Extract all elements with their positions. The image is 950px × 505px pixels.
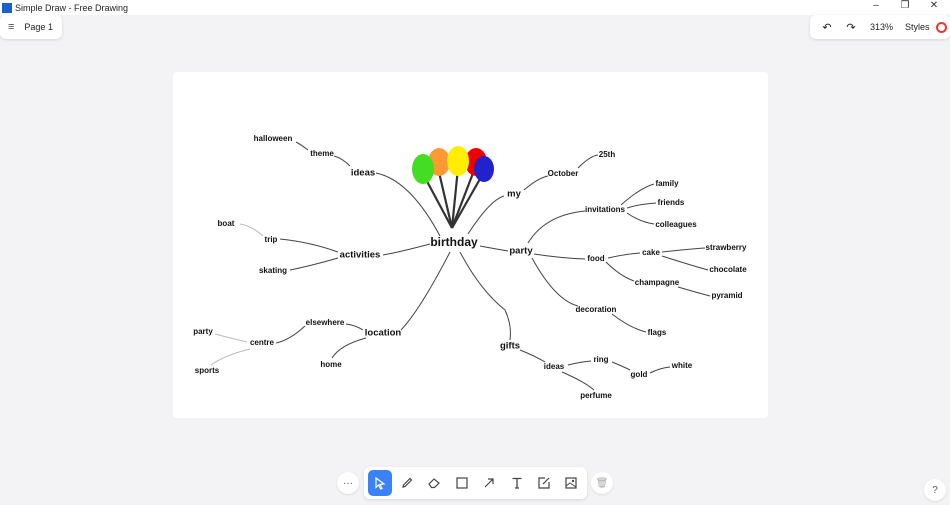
window-title: Simple Draw - Free Drawing [15,2,129,13]
node-activities[interactable]: activities [340,250,381,261]
styles-button[interactable]: Styles [905,22,930,32]
node-trip[interactable]: trip [265,235,278,244]
close-button[interactable]: ✕ [929,0,939,11]
node-party[interactable]: party [509,246,533,257]
app-icon [2,2,12,13]
node-invitations[interactable]: invitations [585,205,626,214]
undo-icon[interactable]: ↶ [822,21,832,34]
node-ring[interactable]: ring [593,355,608,364]
title-bar: Simple Draw - Free Drawing – ❐ ✕ [0,0,950,15]
node-white[interactable]: white [671,361,693,370]
node-strawberry[interactable]: strawberry [706,243,747,252]
select-tool[interactable] [367,470,392,496]
node-colleagues[interactable]: colleagues [655,220,697,229]
faded-connectors [210,223,264,366]
node-elsewhere[interactable]: elsewhere [306,318,345,327]
node-home[interactable]: home [320,360,342,369]
node-food[interactable]: food [587,254,604,263]
node-october[interactable]: October [548,169,579,178]
tool-bar [364,467,587,499]
node-skating[interactable]: skating [259,266,287,275]
node-my[interactable]: my [507,189,521,200]
node-halloween[interactable]: halloween [254,134,293,143]
color-swatch[interactable] [935,21,947,33]
balloon-yellow [447,146,469,176]
rectangle-tool[interactable] [450,470,474,496]
minimize-button[interactable]: – [873,0,879,11]
redo-icon[interactable]: ↷ [846,21,856,34]
node-friends[interactable]: friends [658,198,685,207]
image-tool[interactable] [559,470,583,496]
node-gifts[interactable]: gifts [500,341,520,352]
delete-button[interactable]: 🗑 [591,472,613,494]
node-gold[interactable]: gold [631,370,648,379]
node-25th[interactable]: 25th [599,150,616,159]
mind-map: birthday ideas theme halloween my Octobe… [193,134,747,400]
arrow-tool[interactable] [477,470,501,496]
note-tool[interactable] [532,470,556,496]
arrow-icon [484,478,494,488]
node-family[interactable]: family [655,179,679,188]
help-button[interactable]: ? [924,479,946,501]
node-champagne[interactable]: champagne [635,278,680,287]
cursor-icon [375,476,386,490]
balloon-blue [474,156,494,182]
page-panel: ≡ Page 1 [0,15,62,39]
node-location[interactable]: location [365,328,402,339]
more-button[interactable]: ··· [337,472,359,494]
eraser-icon [428,478,441,489]
pencil-tool[interactable] [395,470,419,496]
pencil-icon [402,477,413,488]
node-ideas-2[interactable]: ideas [544,362,565,371]
node-party-2[interactable]: party [193,327,213,336]
edit-note-icon [538,477,550,489]
node-pyramid[interactable]: pyramid [711,291,742,300]
drawing-canvas[interactable]: birthday ideas theme halloween my Octobe… [173,72,768,418]
node-cake[interactable]: cake [642,248,660,257]
trash-icon: 🗑 [595,477,609,489]
connectors [275,141,711,391]
node-chocolate[interactable]: chocolate [709,265,747,274]
balloons [412,146,494,229]
balloon-green [412,154,434,184]
node-sports[interactable]: sports [195,366,220,375]
page-label[interactable]: Page 1 [24,22,53,32]
node-flags[interactable]: flags [648,328,667,337]
node-centre[interactable]: centre [250,338,275,347]
text-icon [512,477,522,489]
node-ideas[interactable]: ideas [351,168,375,179]
top-right-panel: ↶ ↷ 313% Styles [810,15,950,39]
zoom-level[interactable]: 313% [870,22,894,32]
image-icon [565,477,577,489]
node-decoration[interactable]: decoration [576,305,617,314]
node-boat[interactable]: boat [218,219,235,228]
text-tool[interactable] [504,470,528,496]
eraser-tool[interactable] [422,470,446,496]
rectangle-icon [456,477,468,489]
node-theme[interactable]: theme [310,149,334,158]
restore-button[interactable]: ❐ [900,0,910,11]
node-birthday[interactable]: birthday [430,235,478,249]
node-perfume[interactable]: perfume [580,391,612,400]
menu-icon[interactable]: ≡ [8,21,15,33]
